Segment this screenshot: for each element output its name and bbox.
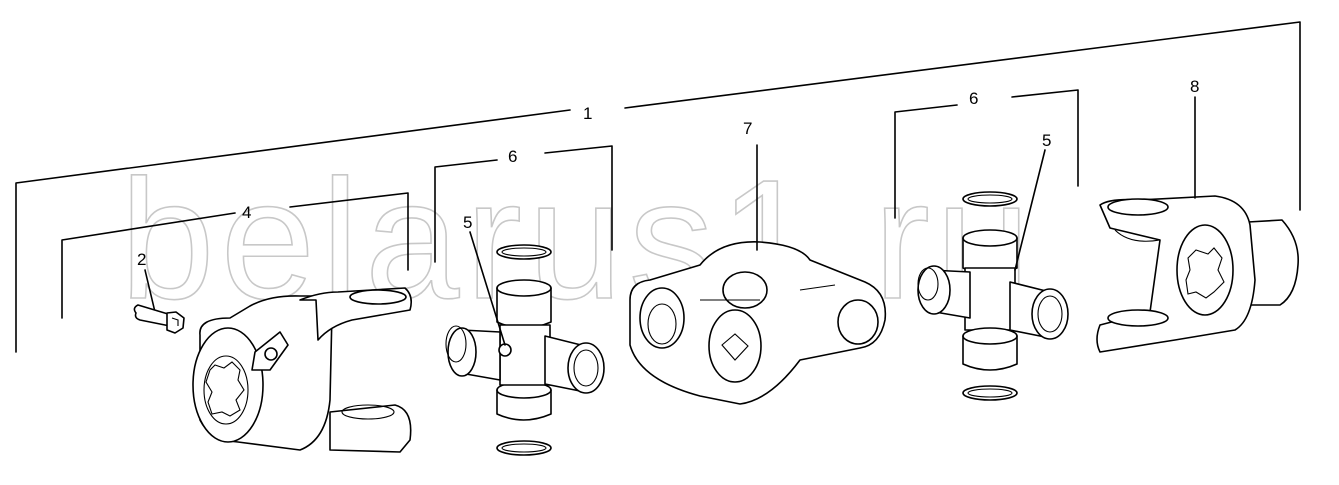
callout-7: 7 [743, 119, 752, 138]
callout-2: 2 [137, 250, 146, 269]
bracket-6-left [434, 145, 613, 263]
callout-4: 4 [242, 203, 251, 222]
callout-1: 1 [583, 104, 592, 123]
callout-6-right: 6 [969, 89, 978, 108]
callout-5-left: 5 [463, 213, 472, 232]
yoke-part-8 [1096, 195, 1299, 353]
bracket-6-right [894, 89, 1079, 219]
callout-8: 8 [1190, 77, 1199, 96]
bolt-part [133, 269, 185, 334]
bracket-4 [61, 192, 409, 319]
callout-6-left: 6 [508, 147, 517, 166]
yoke-part-4 [192, 287, 412, 453]
universal-joint-cross-left [445, 244, 605, 456]
bracket-assembly-1 [15, 21, 1301, 353]
center-double-yoke-7 [629, 241, 887, 405]
universal-joint-cross-right [917, 191, 1069, 401]
callout-5-right: 5 [1042, 131, 1051, 150]
